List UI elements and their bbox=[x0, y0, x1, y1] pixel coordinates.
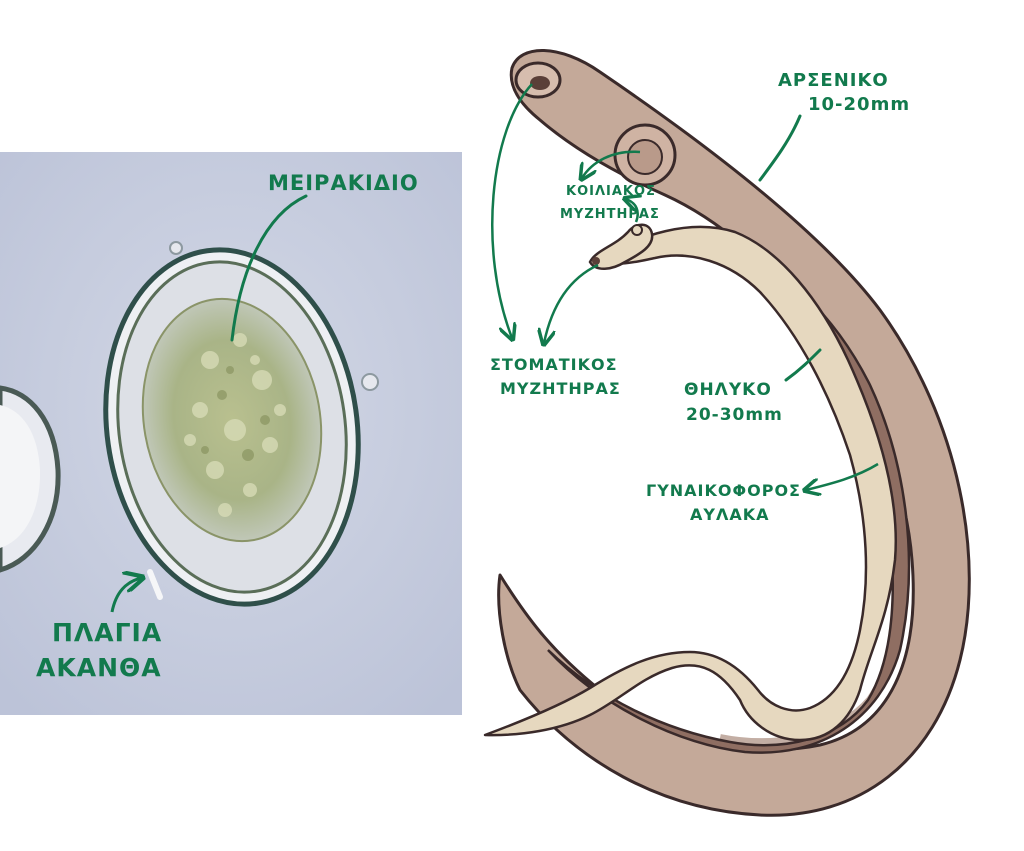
label-gynecophoral-2: ΑΥΛΑΚΑ bbox=[690, 505, 770, 524]
leader-miracidium bbox=[230, 194, 308, 342]
leader-ventral-sucker bbox=[582, 150, 641, 178]
label-ventral-sucker-2: ΜΥΖΗΤΗΡΑΣ bbox=[560, 207, 660, 222]
leader-female bbox=[784, 348, 822, 382]
leader-gynecophoral bbox=[806, 462, 879, 490]
label-female-1: ΘΗΛΥΚΟ bbox=[684, 380, 772, 400]
label-oral-sucker-2: ΜΥΖΗΤΗΡΑΣ bbox=[500, 379, 621, 398]
miracidium-texture bbox=[184, 333, 286, 517]
label-lateral-spine-1: ΠΛΑΓΙΑ bbox=[52, 618, 162, 647]
micrograph-panel: ΜΕΙΡΑΚΙΔΙΟ ΠΛΑΓΙΑ ΑΚΑΝΘΑ bbox=[0, 152, 462, 715]
leader-lateral-spine bbox=[110, 578, 141, 613]
leader-oral-sucker-male bbox=[491, 83, 533, 338]
label-female-2: 20-30mm bbox=[686, 405, 783, 425]
worm-illustration: ΑΡΣΕΝΙΚΟ 10-20mm ΚΟΙΛΙΑΚΟΣ ΜΥΖΗΤΗΡΑΣ ΣΤΟ… bbox=[483, 49, 971, 817]
leader-oral-sucker-female bbox=[544, 263, 599, 343]
leader-male bbox=[758, 114, 802, 182]
label-gynecophoral-1: ΓΥΝΑΙΚΟΦΟΡΟΣ bbox=[646, 481, 801, 500]
lateral-spine bbox=[147, 569, 163, 600]
female-worm-body bbox=[483, 225, 897, 742]
label-lateral-spine-2: ΑΚΑΝΘΑ bbox=[36, 653, 162, 682]
label-male-2: 10-20mm bbox=[808, 94, 910, 115]
label-oral-sucker-1: ΣΤΟΜΑΤΙΚΟΣ bbox=[490, 355, 618, 374]
label-ventral-sucker-1: ΚΟΙΛΙΑΚΟΣ bbox=[566, 184, 656, 199]
label-miracidium: ΜΕΙΡΑΚΙΔΙΟ bbox=[268, 171, 419, 195]
label-male-1: ΑΡΣΕΝΙΚΟ bbox=[778, 70, 889, 91]
